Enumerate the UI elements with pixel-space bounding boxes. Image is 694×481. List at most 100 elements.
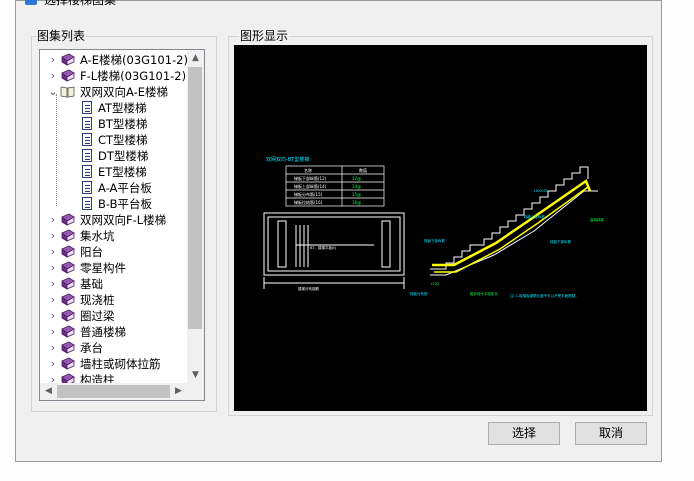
book-icon [61,69,75,82]
vertical-scroll-thumb[interactable] [188,67,202,329]
plan-annotation: BT、楼梯平板(t) [310,245,337,250]
document-icon [82,165,92,178]
book-icon [61,309,75,322]
chevron-down-icon[interactable]: ⌄ [48,85,58,98]
stair-section [430,166,598,276]
drawing-note: 注: 1.楼梯板钢筋长度不可以不受平面限制。 [510,293,579,298]
book-icon [61,261,75,274]
table-cell: 16@ [352,200,361,205]
section-annotation: 梯板上部纵筋 [524,214,545,219]
rebar-highlight-lower [434,186,589,273]
chevron-right-icon[interactable]: › [50,341,56,354]
tree-item-label: ET型楼梯 [98,165,147,179]
tree-item-label: CT型楼梯 [98,133,148,147]
tree-item-label: 现浇桩 [80,293,115,307]
document-icon [82,133,92,146]
book-icon [61,245,75,258]
tree-item-label: F-L楼梯(03G101-2) [80,69,187,83]
table-cell: 15@ [352,192,361,197]
tree-item-label: 基础 [80,277,103,291]
tree-connector-line [56,94,57,206]
chevron-right-icon[interactable]: › [50,229,56,242]
section-annotation: LIE0000 [534,189,548,193]
stair-plan [263,212,405,289]
book-icon [61,53,75,66]
tree-vertical-scrollbar[interactable]: ▲ ▼ [187,50,204,384]
tree-item-label: A-A平台板 [98,181,152,195]
tree-item-label: 承台 [80,341,103,355]
chevron-right-icon[interactable]: › [50,325,56,338]
atlas-list-label: 图集列表 [36,29,87,43]
document-icon [82,197,92,210]
table-cell: 梯板分布筋(15) [294,191,323,197]
tree-item-label: 双网双向F-L楼梯 [80,213,167,227]
tree-item-label: AT型楼梯 [98,101,147,115]
scroll-up-icon[interactable]: ▲ [192,53,199,63]
book-icon [61,213,75,226]
section-dim: 1200 [430,282,439,286]
document-icon [82,181,92,194]
tree-item-label: 双网双向A-E楼梯 [80,85,169,99]
tree-horizontal-scrollbar[interactable]: ◀ ▶ [40,383,204,400]
close-icon[interactable]: ✕ [637,0,647,3]
section-dim: 踏步段水平投影长 [470,291,498,296]
chevron-right-icon[interactable]: › [50,53,56,66]
preview-label: 图形显示 [239,29,290,43]
drawing-title: 双网双向-BT型楼梯: [266,156,311,163]
chevron-right-icon[interactable]: › [50,261,56,274]
table-cell: 梯板拉结筋(16) [294,199,323,205]
tree-item-label: A-E楼梯(03G101-2) [80,53,188,67]
chevron-right-icon[interactable]: › [50,277,56,290]
window-title: 选择楼梯图集 [44,0,117,7]
table-cell: 梯板上部纵筋(14) [294,183,327,189]
chevron-right-icon[interactable]: › [50,357,56,370]
app-icon [25,0,37,5]
book-icon [61,229,75,242]
param-table [285,165,385,207]
table-cell: 梯板下部纵筋(12) [294,175,327,181]
chevron-right-icon[interactable]: › [50,293,56,306]
tree-item-label: DT型楼梯 [98,149,149,163]
table-cell: 14@ [352,184,361,189]
scroll-right-icon[interactable]: ▶ [175,386,182,396]
book-icon [61,325,75,338]
horizontal-scroll-thumb[interactable] [57,385,170,398]
document-icon [82,101,92,114]
document-icon [82,149,92,162]
tree-item-label: 墙柱或砌体拉筋 [80,357,161,371]
table-cell: 12@ [352,176,361,181]
atlas-list-group [31,36,217,412]
tree-item-label: B-B平台板 [98,197,153,211]
tree-item-label: 集水坑 [80,229,115,243]
book-icon [61,357,75,370]
tree-item-label: 阳台 [80,245,103,259]
open-book-icon [60,86,75,98]
tree-item-label: 零星构件 [80,261,126,275]
tree-item-label: BT型楼梯 [98,117,148,131]
chevron-right-icon[interactable]: › [50,309,56,322]
stair-drawing: 双网双向-BT型楼梯: 名称 数值 梯板下部纵筋(12) 12@ 梯板上部纵筋(… [263,156,604,298]
drawing-preview: 双网双向-BT型楼梯: 名称 数值 梯板下部纵筋(12) 12@ 梯板上部纵筋(… [234,45,647,411]
table-header-name: 名称 [304,167,312,173]
book-icon [61,277,75,290]
scroll-down-icon[interactable]: ▼ [192,370,199,380]
select-button[interactable]: 选择 [488,422,560,445]
book-icon [61,293,75,306]
plan-dim-label: 楼梯分布钢筋 [298,286,319,291]
cancel-button[interactable]: 取消 [575,422,647,445]
tree-item-label: 普通楼梯 [80,325,126,339]
scroll-left-icon[interactable]: ◀ [45,386,52,396]
chevron-right-icon[interactable]: › [50,245,56,258]
title-bar: 选择楼梯图集 — ✕ [16,0,661,10]
book-icon [61,373,75,386]
atlas-tree[interactable]: › A-E楼梯(03G101-2) › F-L楼梯(03G101-2) ⌄ 双网双向A-E… [39,49,205,401]
chevron-right-icon[interactable]: › [50,373,56,386]
rebar-highlight [432,179,592,267]
table-header-value: 数值 [359,167,367,173]
chevron-right-icon[interactable]: › [50,69,56,82]
book-icon [61,341,75,354]
section-annotation: 梯板下部纵筋 [550,239,571,244]
section-annotation: 梯板下部纵筋 [424,238,445,243]
document-icon [82,117,92,130]
chevron-right-icon[interactable]: › [50,213,56,226]
